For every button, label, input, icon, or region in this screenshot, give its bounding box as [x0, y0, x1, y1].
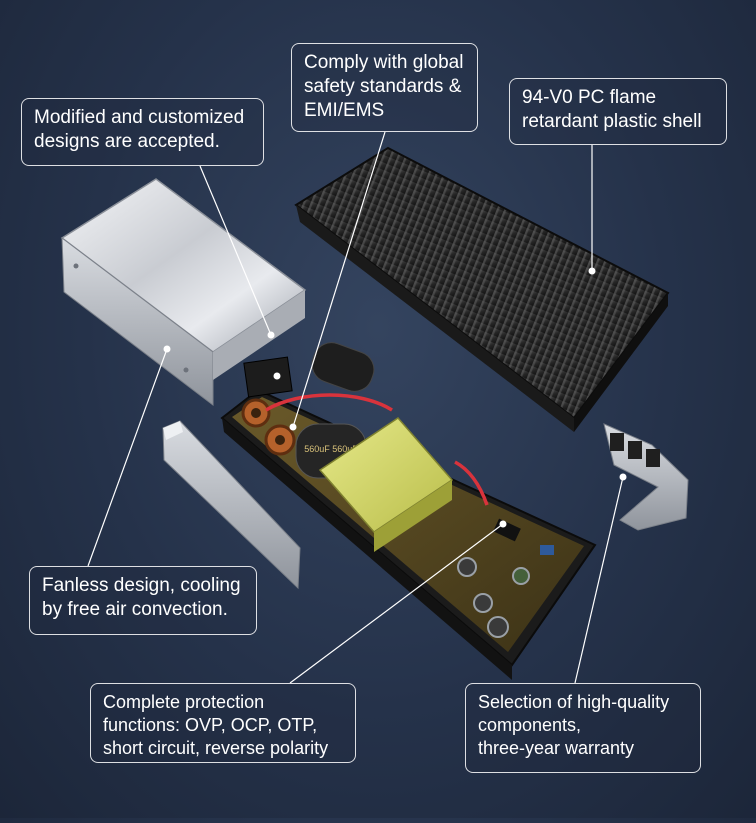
- callout-plastic-shell: 94-V0 PC flame retardant plastic shell: [509, 78, 727, 145]
- pcb-assembly: 560uF 560uF: [220, 342, 597, 680]
- callout-text-line: short circuit, reverse polarity: [103, 738, 329, 758]
- mosfet-heatsink: [603, 423, 689, 531]
- callout-text-line: 94-V0 PC flame: [522, 87, 657, 108]
- callout-quality-warranty: Selection of high-quality components, th…: [465, 683, 701, 773]
- callout-text-line: Modified and customized: [34, 107, 245, 128]
- capacitor-label: 560uF 560uF: [304, 444, 358, 454]
- callout-text-line: Fanless design, cooling: [42, 575, 241, 596]
- plastic-shell: [294, 146, 670, 432]
- callout-text-line: EMI/EMS: [304, 100, 385, 121]
- callout-text-line: three-year warranty: [478, 738, 635, 758]
- callout-leader-lines: [87, 131, 624, 684]
- callout-safety-standards: Comply with global safety standards & EM…: [291, 43, 478, 132]
- callout-text-line: by free air convection.: [42, 599, 228, 620]
- callout-text-line: functions: OVP, OCP, OTP,: [103, 715, 318, 735]
- callout-text-line: Selection of high-quality: [478, 692, 670, 712]
- callout-text-line: designs are accepted.: [34, 131, 220, 152]
- callout-text-line: Comply with global: [304, 52, 464, 73]
- callout-text-line: retardant plastic shell: [522, 111, 702, 132]
- inductors: [241, 398, 297, 456]
- metal-cover: [60, 178, 307, 407]
- side-heat-plate: [162, 420, 301, 590]
- callout-customized-designs: Modified and customized designs are acce…: [21, 98, 264, 166]
- callout-text-line: components,: [478, 715, 582, 735]
- callout-text-line: Complete protection: [103, 692, 265, 712]
- transformer: [318, 417, 454, 552]
- callout-protection-functions: Complete protection functions: OVP, OCP,…: [90, 683, 356, 763]
- callout-fanless-design: Fanless design, cooling by free air conv…: [29, 566, 257, 635]
- callout-text-line: safety standards &: [304, 76, 462, 97]
